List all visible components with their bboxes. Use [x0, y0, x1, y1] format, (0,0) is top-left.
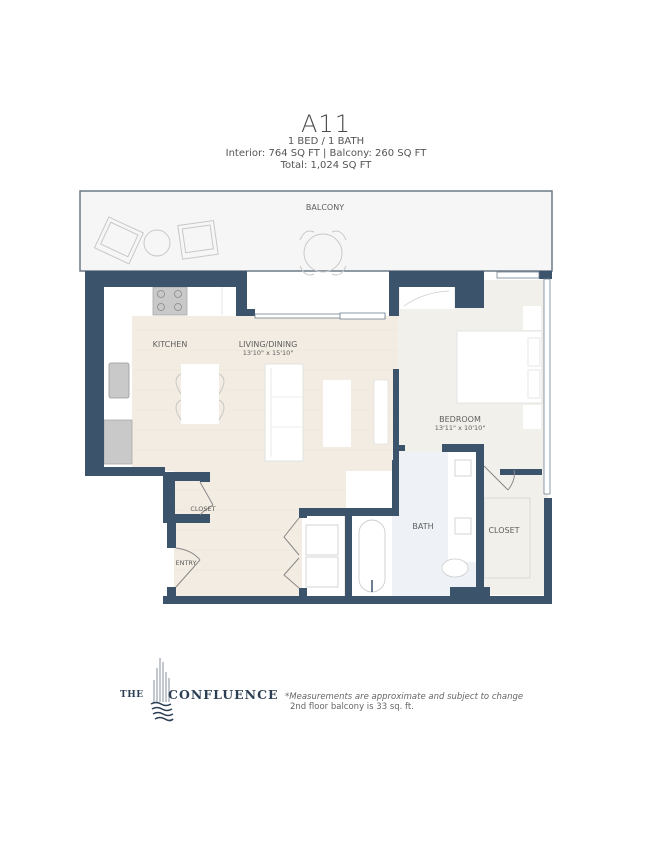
- kitchen-counters: [103, 286, 244, 467]
- sink-1-icon: [454, 459, 472, 477]
- walls: [85, 271, 552, 604]
- sink-icon: [108, 362, 130, 399]
- windows: [254, 271, 551, 495]
- bedroom-dims: 13'11" x 10'10": [435, 424, 486, 432]
- kitchen-label: KITCHEN: [153, 340, 188, 349]
- unit-header: A11 1 BED / 1 BATH Interior: 764 SQ FT |…: [0, 112, 652, 172]
- toilet-icon: [441, 558, 469, 578]
- balcony: BALCONY: [79, 190, 553, 276]
- bedroom-closet-door-icon: [483, 465, 515, 491]
- bath-fixtures: [352, 452, 476, 596]
- disclaimer-line-1: *Measurements are approximate and subjec…: [285, 692, 524, 702]
- lounge-chair-icon: [93, 216, 219, 265]
- refrigerator-icon: [103, 419, 133, 465]
- balcony-label: BALCONY: [306, 203, 344, 212]
- closet-door-icon: [199, 481, 214, 516]
- bedroom-label: BEDROOM: [439, 415, 481, 424]
- coffee-table-icon: [323, 380, 351, 447]
- brand-logo: THE CONFLUENCE: [120, 654, 280, 724]
- entry-closet-label: CLOSET: [190, 505, 215, 513]
- bedroom-furniture: [400, 287, 543, 429]
- living-dining-label: LIVING/DINING: [239, 340, 298, 349]
- tv-icon: [373, 379, 389, 445]
- entry-door-icon: [175, 547, 201, 588]
- unit-name: A11: [301, 110, 351, 138]
- sink-2-icon: [454, 517, 472, 535]
- cooktop-icon: [152, 286, 188, 316]
- dresser-icon: [400, 287, 454, 309]
- bedroom-closet-label: CLOSET: [488, 526, 519, 535]
- sofa-icon: [264, 363, 304, 462]
- washer-dryer-icon: [302, 516, 344, 596]
- bed-bath: 1 BED / 1 BATH: [287, 136, 365, 147]
- total-area: Total: 1,024 SQ FT: [280, 160, 372, 171]
- bed-icon: [456, 330, 543, 404]
- laundry-door-icon: [283, 517, 300, 589]
- living-dining-dims: 13'10" x 15'10": [243, 349, 294, 357]
- bath-label: BATH: [412, 522, 433, 531]
- entry-label: ENTRY: [175, 559, 196, 567]
- disclaimer-line-2: 2nd floor balcony is 33 sq. ft.: [290, 702, 414, 712]
- logo-name: CONFLUENCE: [168, 687, 279, 702]
- area-breakdown: Interior: 764 SQ FT | Balcony: 260 SQ FT: [225, 148, 427, 159]
- living-furniture: [264, 363, 389, 462]
- kitchen-island: [175, 364, 225, 424]
- building-logo-icon: [150, 658, 174, 722]
- logo-the: THE: [120, 690, 144, 700]
- balcony-table-icon: [299, 230, 347, 276]
- doors: [175, 465, 515, 589]
- disclaimer: *Measurements are approximate and subjec…: [285, 692, 523, 712]
- closet-floor: [484, 455, 548, 595]
